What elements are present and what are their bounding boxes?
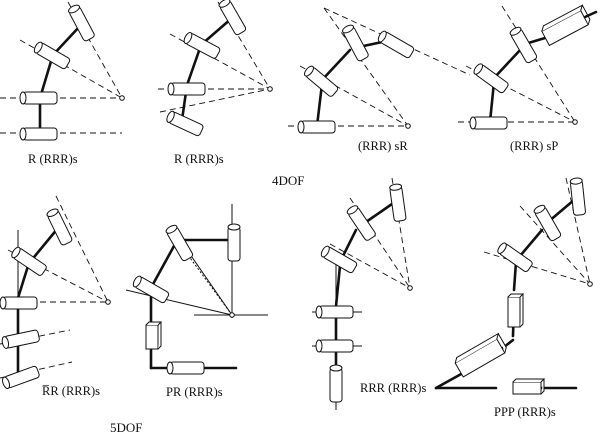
diagram-5-rbar-r-rrr-s: R̅R (RRR)s	[0, 195, 111, 398]
diagram-3-label: (RRR) sR	[358, 139, 408, 153]
diagram-4-rrr-sp: (RRR) sP	[458, 4, 598, 153]
group-label-4dof: 4DOF	[272, 173, 305, 188]
diagram-8-label: PPP (RRR)s	[494, 405, 556, 419]
diagram-7-label: RRR (RRR)s	[360, 381, 426, 395]
diagram-1-r-rrr-s: R (RRR)s	[0, 1, 125, 166]
diagram-1-label: R (RRR)s	[28, 152, 78, 166]
diagram-7-rrr-rrr-s: RRR (RRR)s	[312, 177, 426, 410]
diagram-6-label: PR (RRR)s	[166, 385, 223, 399]
diagram-3-rrr-sr: (RRR) sR	[288, 7, 471, 153]
diagram-5-label: R̅R (RRR)s	[42, 384, 100, 398]
diagram-2-r-rrr-s: R (RRR)s	[158, 0, 273, 166]
diagram-2-label: R (RRR)s	[174, 152, 224, 166]
group-label-5dof: 5DOF	[110, 420, 143, 435]
diagram-6-pr-rrr-s: PR (RRR)s	[125, 204, 268, 399]
diagram-4-label: (RRR) sP	[510, 139, 558, 153]
diagram-8-ppp-rrr-s: PPP (RRR)s	[434, 177, 593, 419]
